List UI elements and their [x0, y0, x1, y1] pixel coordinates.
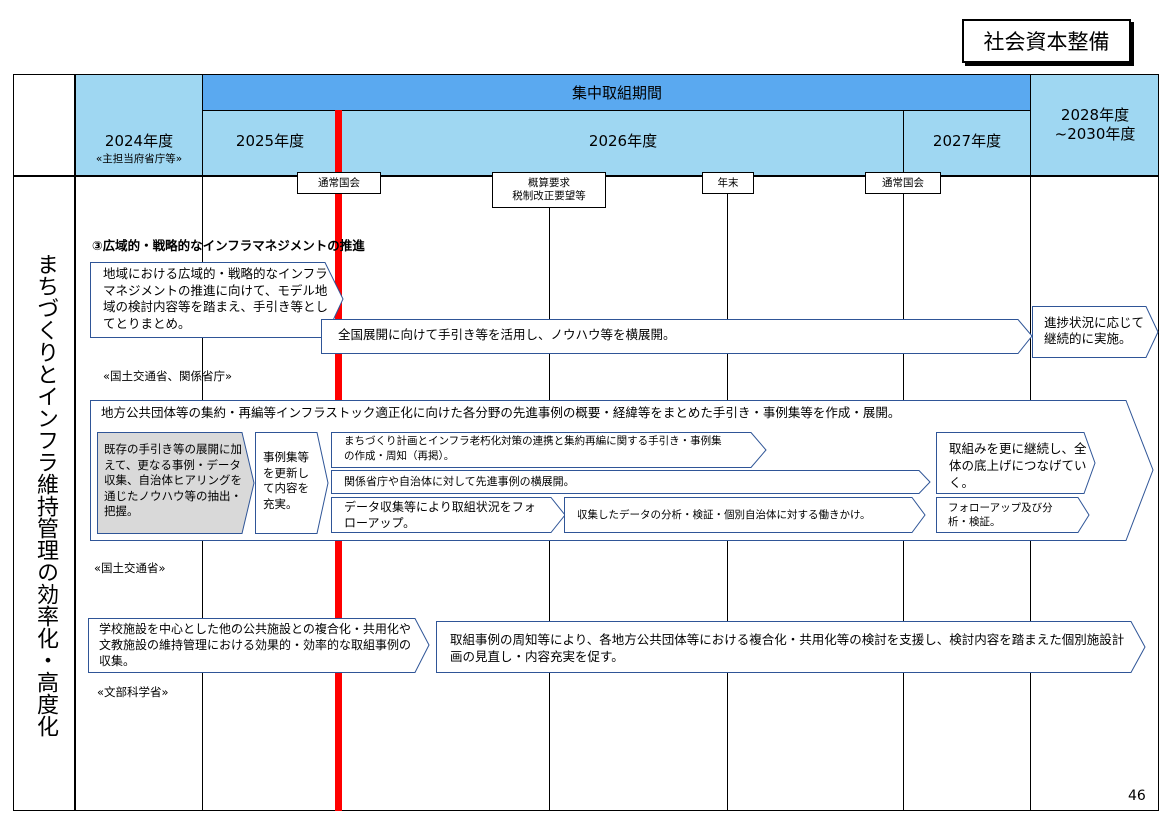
concentrated-period-header: 集中取組期間	[203, 74, 1031, 110]
b2-a3-shape	[331, 497, 566, 533]
year-2027-label: 2027年度	[932, 131, 1002, 150]
b3-ministry: «文部科学省»	[97, 685, 169, 699]
category-tag: 社会資本整備	[962, 19, 1131, 63]
b2-right2-shape	[936, 497, 1090, 533]
b1-ministry: «国土交通省、関係省庁»	[103, 369, 233, 383]
year-2024-label: 2024年度	[104, 132, 174, 150]
year-2024-cell: 2024年度 «主担当府省庁等»	[75, 128, 203, 168]
b1-box1-text: 地域における広域的・戦略的なインフラマネジメントの推進に向けて、モデル地域の検討…	[103, 266, 329, 331]
b1-box2-text: 全国展開に向けて手引き等を活用し、ノウハウ等を横展開。	[338, 327, 676, 342]
year-2024-sublabel: «主担当府省庁等»	[95, 153, 183, 165]
b3-box1-text: 学校施設を中心とした他の公共施設との複合化・共用化や文教施設の維持管理における効…	[99, 622, 412, 668]
milestone-budget-request-label: 概算要求 税制改正要望等	[512, 177, 586, 202]
concentrated-period-label: 集中取組期間	[571, 83, 662, 102]
side-col-line	[74, 74, 76, 811]
year-2026-cell: 2026年度	[343, 128, 903, 152]
b2-a2-shape	[331, 470, 931, 494]
b3-box2-shape	[436, 621, 1146, 673]
b2-right1-text: 取組みを更に継続し、全体の底上げにつなげていく。	[949, 441, 1087, 490]
b2-outer-text: 地方公共団体等の集約・再編等インフラストック適正化に向けた各分野の先進事例の概要…	[101, 405, 901, 420]
milestone-diet-2: 通常国会	[865, 172, 941, 194]
b2-ministry: «国土交通省»	[94, 561, 166, 575]
b2-gray-text: 既存の手引き等の展開に加えて、更なる事例・データ収集、自治体ヒアリングを通じたノ…	[104, 442, 242, 518]
header-divider-line	[203, 110, 1031, 111]
milestone-budget-request: 概算要求 税制改正要望等	[492, 172, 606, 208]
b2-update-shape	[255, 432, 329, 534]
milestone-year-end-label: 年末	[717, 176, 739, 189]
b2-right1-shape	[936, 432, 1096, 494]
table-frame	[13, 74, 1159, 811]
year-2026-label: 2026年度	[588, 131, 658, 150]
b3-box1-shape	[88, 618, 430, 673]
b2-gray-shape	[97, 432, 255, 534]
year-2027-cell: 2027年度	[903, 128, 1031, 152]
b2-update-text: 事例集等を更新して内容を充実。	[263, 450, 309, 511]
b2-a4-shape	[564, 497, 926, 533]
b2-a2-text: 関係省庁や自治体に対して先進事例の横展開。	[344, 475, 575, 488]
year-2025-label: 2025年度	[235, 131, 305, 150]
b1-box3-shape	[1032, 306, 1159, 358]
year-2028-label: 2028年度 ~2030年度	[1054, 105, 1136, 143]
b1-box2-shape	[321, 319, 1033, 354]
header-2028-cell: 2028年度 ~2030年度	[1031, 74, 1159, 175]
milestone-year-end: 年末	[702, 172, 754, 194]
b1-box3-text: 進捗状況に応じて継続的に実施。	[1044, 315, 1145, 346]
milestone-diet-2-label: 通常国会	[882, 176, 924, 189]
section-title: ③広域的・戦略的なインフラマネジメントの推進	[92, 238, 365, 253]
page-number: 46	[1128, 788, 1146, 804]
b3-box2-text: 取組事例の周知等により、各地方公共団体等における複合化・共用化等の検討を支援し、…	[450, 632, 1125, 664]
year-2025-cell: 2025年度	[203, 128, 337, 152]
milestone-diet-1-label: 通常国会	[318, 176, 360, 189]
side-title: まちづくりとインフラ維持管理の効率化・高度化	[33, 253, 58, 737]
b2-a3-text: データ収集等により取組状況をフォローアップ。	[344, 500, 536, 530]
b2-right2-text: フォローアップ及び分析・検証。	[948, 502, 1053, 528]
header-2024-bg	[75, 74, 203, 175]
milestone-diet-1: 通常国会	[297, 172, 381, 194]
b2-a1-shape	[331, 432, 767, 468]
b2-a1-text: まちづくり計画とインフラ老朽化対策の連携と集約再編に関する手引き・事例集の作成・…	[344, 435, 722, 462]
b1-box1-shape	[90, 262, 344, 338]
b2-a4-text: 収集したデータの分析・検証・個別自治体に対する働きかけ。	[577, 509, 871, 521]
